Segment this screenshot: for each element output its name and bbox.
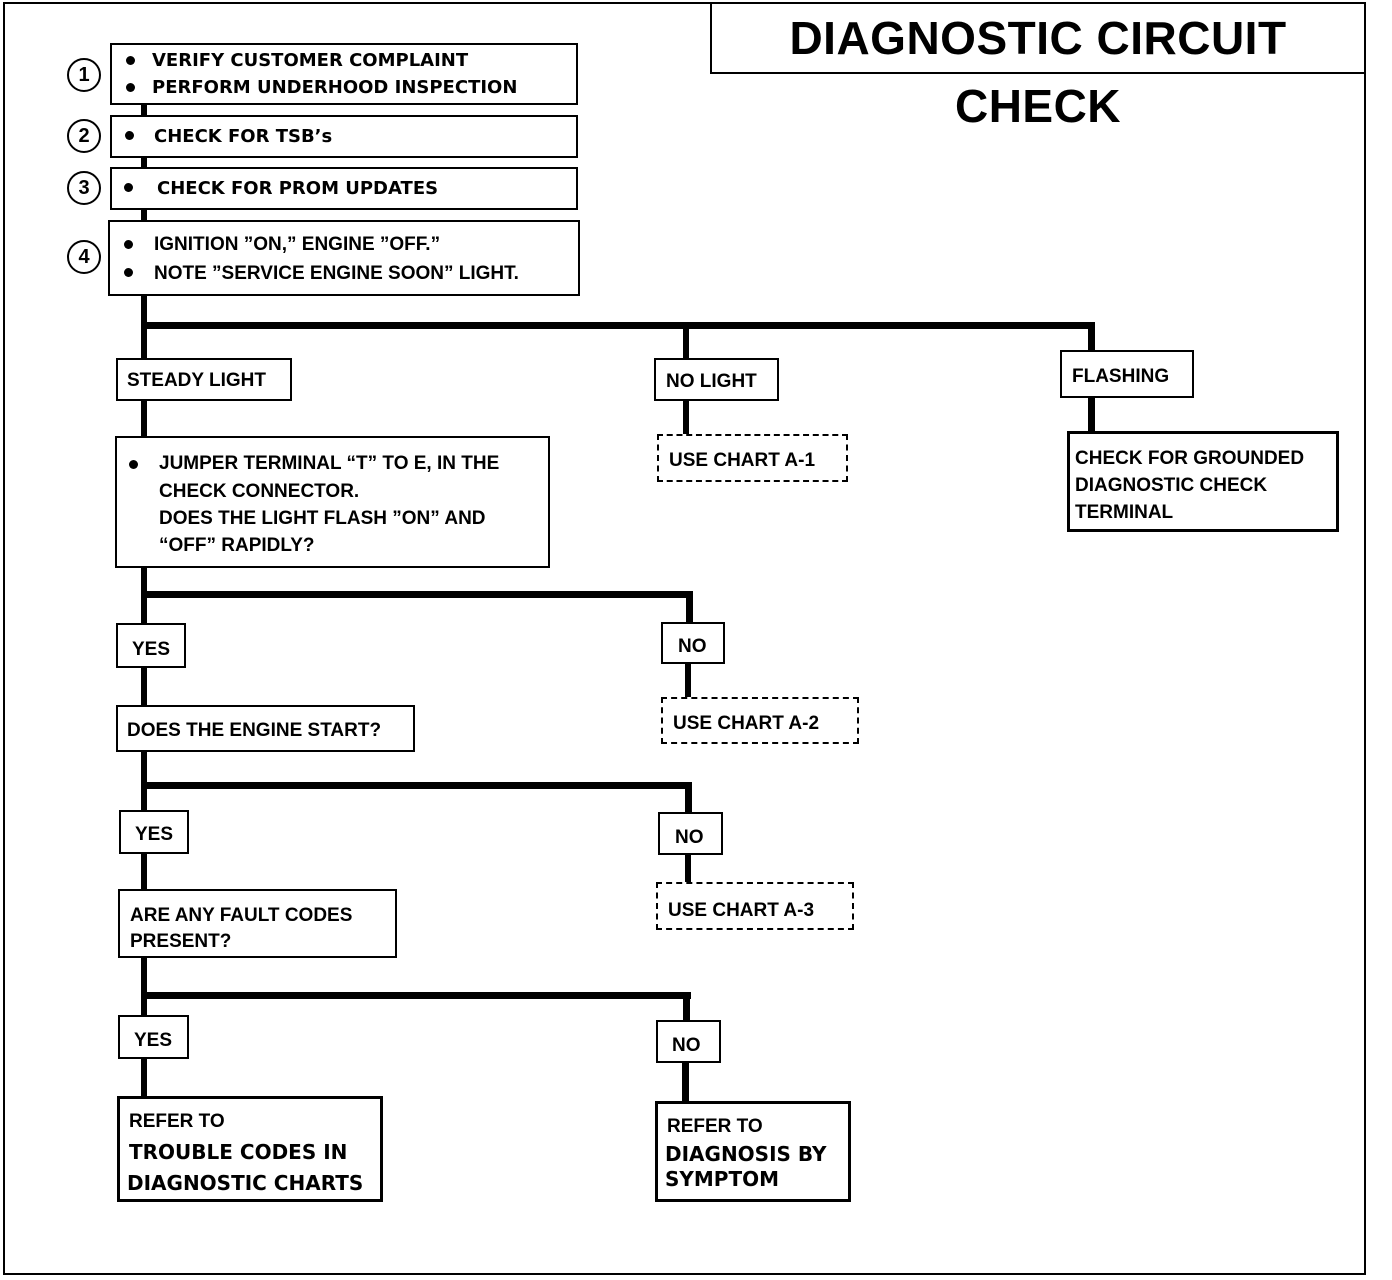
yes-label-flash: YES	[116, 623, 186, 668]
yes-label-codes: YES	[118, 1015, 189, 1059]
refer-trouble-codes: REFER TO TROUBLE CODES IN DIAGNOSTIC CHA…	[117, 1096, 383, 1202]
step-box-4: IGNITION ”ON,” ENGINE ”OFF.” NOTE ”SERVI…	[108, 220, 580, 296]
steady-light-label: STEADY LIGHT	[116, 358, 292, 401]
bullet-icon	[124, 183, 133, 192]
branch-bar-light	[141, 322, 1095, 329]
drop-no-flash-chart	[685, 662, 691, 700]
bullet-icon	[125, 131, 134, 140]
drop-flashing-action	[1088, 396, 1095, 434]
step-4-line-2: NOTE ”SERVICE ENGINE SOON” LIGHT.	[154, 263, 519, 284]
step-1-line-1: VERIFY CUSTOMER COMPLAINT	[152, 50, 469, 71]
drop-no-light	[683, 322, 689, 362]
bullet-icon	[124, 268, 133, 277]
drop-no-start	[685, 782, 692, 814]
no-light-label: NO LIGHT	[654, 358, 779, 401]
no-label-codes: NO	[656, 1020, 721, 1063]
branch-bar-flash	[141, 591, 693, 598]
step-box-3: CHECK FOR PROM UPDATES	[110, 167, 578, 210]
step-2-line-1: CHECK FOR TSB’s	[154, 126, 333, 147]
step-number-4: 4	[67, 240, 101, 274]
bullet-icon	[129, 460, 138, 469]
branch-bar-codes	[141, 992, 691, 999]
branch-bar-start	[141, 782, 692, 789]
check-grounded-terminal: CHECK FOR GROUNDED DIAGNOSTIC CHECK TERM…	[1067, 431, 1339, 532]
engine-start-question: DOES THE ENGINE START?	[116, 705, 415, 752]
page-frame	[3, 2, 1366, 1275]
drop-no-codes	[683, 992, 690, 1024]
step-box-1: VERIFY CUSTOMER COMPLAINT PERFORM UNDERH…	[110, 43, 578, 105]
drop-no-light-chart	[683, 398, 689, 438]
drop-no-start-chart	[685, 853, 691, 886]
jumper-question-box: JUMPER TERMINAL “T” TO E, IN THE CHECK C…	[115, 436, 550, 568]
fault-codes-question: ARE ANY FAULT CODES PRESENT?	[118, 889, 397, 958]
bullet-icon	[124, 240, 133, 249]
no-label-flash: NO	[661, 622, 725, 664]
step-3-line-1: CHECK FOR PROM UPDATES	[157, 178, 439, 199]
page-title: DIAGNOSTIC CIRCUIT CHECK	[710, 2, 1366, 132]
use-chart-a2: USE CHART A-2	[661, 697, 859, 744]
drop-flashing	[1088, 322, 1095, 354]
step-number-3: 3	[67, 171, 101, 205]
use-chart-a1: USE CHART A-1	[657, 434, 848, 482]
bullet-icon	[126, 56, 135, 65]
yes-label-start: YES	[119, 810, 189, 854]
refer-diagnosis-by-symptom: REFER TO DIAGNOSIS BY SYMPTOM	[655, 1101, 851, 1202]
drop-no-flash	[686, 591, 693, 624]
drop-no-codes-action	[682, 1060, 689, 1104]
step-number-1: 1	[67, 58, 101, 92]
flashing-label: FLASHING	[1060, 350, 1194, 398]
step-number-2: 2	[67, 119, 101, 153]
use-chart-a3: USE CHART A-3	[656, 882, 854, 930]
step-box-2: CHECK FOR TSB’s	[110, 115, 578, 158]
step-4-line-1: IGNITION ”ON,” ENGINE ”OFF.”	[154, 234, 441, 255]
step-1-line-2: PERFORM UNDERHOOD INSPECTION	[152, 77, 518, 98]
no-label-start: NO	[658, 812, 723, 855]
main-trunk	[141, 100, 147, 1100]
bullet-icon	[126, 83, 135, 92]
